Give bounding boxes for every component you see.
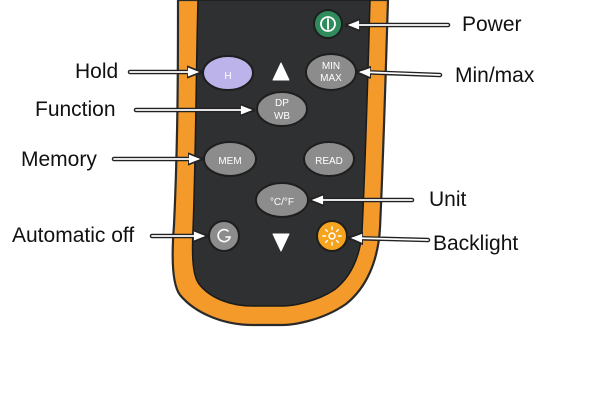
auto-off-icon [217,228,232,243]
memory-label: Memory [21,148,97,171]
memory-button[interactable]: MEM [203,141,257,177]
function-label-top: DP [275,98,289,109]
minmax-label-bottom: MAX [320,73,342,84]
sun-icon [322,226,342,246]
power-button[interactable] [313,9,343,39]
minmax-label-top: MIN [322,61,340,72]
read-button[interactable]: READ [303,141,355,177]
backlight-label: Backlight [433,232,519,255]
function-label-bottom: WB [274,111,290,122]
down-arrow-icon[interactable] [272,233,290,252]
auto-off-label: Automatic off [12,224,135,247]
hold-label: Hold [75,60,119,83]
memory-button-label: MEM [218,156,241,167]
power-icon [320,16,336,32]
backlight-pointer [352,237,429,241]
power-label: Power [462,13,522,36]
function-label: Function [35,98,116,121]
unit-label: Unit [429,188,467,211]
minmax-label: Min/max [455,64,535,87]
minmax-pointer [360,71,441,76]
read-button-label: READ [315,156,343,167]
hold-button-label: H [224,71,231,82]
minmax-button[interactable]: MIN MAX [305,53,357,91]
up-arrow-icon[interactable] [272,62,290,81]
backlight-button[interactable] [316,220,348,252]
auto-off-button[interactable] [208,220,240,252]
unit-button[interactable]: °C/°F [255,182,309,218]
hold-button[interactable]: H [202,55,254,91]
function-button[interactable]: DP WB [256,91,308,127]
unit-button-label: °C/°F [270,197,294,208]
